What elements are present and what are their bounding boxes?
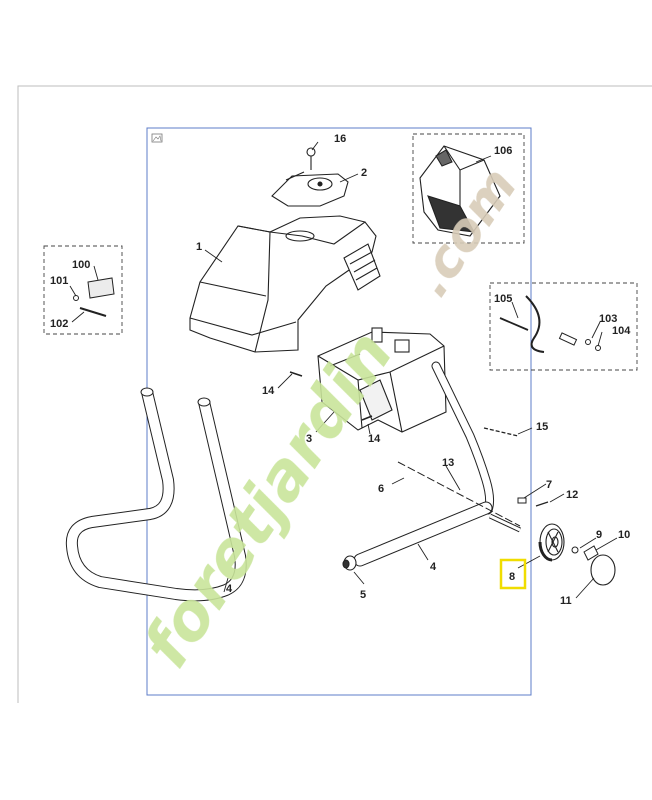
image-icon [151, 133, 163, 143]
inset-box-cable [489, 282, 638, 371]
callout-100[interactable]: 100 [72, 259, 90, 271]
part-screw-16 [306, 147, 316, 170]
callout-4-left[interactable]: 4 [226, 583, 233, 595]
callout-labels: 16 2 1 106 100 101 102 105 103 104 14 14… [50, 133, 631, 607]
callout-14-lower[interactable]: 14 [368, 433, 381, 445]
callout-10[interactable]: 10 [618, 529, 630, 541]
part-axle [397, 461, 521, 527]
callout-4-right[interactable]: 4 [430, 561, 437, 573]
callout-9[interactable]: 9 [596, 529, 602, 541]
callout-8[interactable]: 8 [509, 571, 515, 583]
callout-3[interactable]: 3 [306, 433, 312, 445]
callout-16[interactable]: 16 [334, 133, 346, 145]
page-frame [17, 85, 652, 703]
part-clip-10 [583, 545, 599, 561]
callout-15[interactable]: 15 [536, 421, 548, 433]
callout-103[interactable]: 103 [599, 313, 617, 325]
part-end-cap [342, 555, 357, 571]
part-hubcap-11 [590, 554, 616, 586]
part-cable-inset [499, 295, 601, 353]
part-clip-7 [517, 497, 527, 504]
watermark: foretjardin .com [130, 157, 529, 681]
part-fasteners-inset [73, 277, 115, 317]
callout-104[interactable]: 104 [612, 325, 631, 337]
callout-7[interactable]: 7 [546, 479, 552, 491]
part-washer-9 [571, 546, 579, 554]
callout-5[interactable]: 5 [360, 589, 366, 601]
callout-105[interactable]: 105 [494, 293, 512, 305]
callout-14-upper[interactable]: 14 [262, 385, 275, 397]
inset-box-fasteners [43, 245, 123, 335]
part-collection-bag [419, 145, 501, 237]
callout-13[interactable]: 13 [442, 457, 454, 469]
leader-lines [69, 141, 618, 599]
part-screw-12 [535, 501, 549, 507]
part-screw-14a [289, 371, 303, 377]
callout-2[interactable]: 2 [361, 167, 367, 179]
part-top-plate [271, 171, 349, 207]
part-wheel [538, 523, 565, 562]
callout-1[interactable]: 1 [196, 241, 202, 253]
part-screw-14b [361, 415, 373, 421]
part-bolt-15 [483, 427, 519, 437]
callout-6[interactable]: 6 [378, 483, 384, 495]
part-chipper-frame [317, 327, 447, 433]
callout-101[interactable]: 101 [50, 275, 68, 287]
inset-box-bag [412, 133, 525, 244]
callout-106[interactable]: 106 [494, 145, 512, 157]
callout-11[interactable]: 11 [560, 595, 572, 607]
highlight-box-part-8[interactable] [499, 558, 527, 590]
callout-12[interactable]: 12 [566, 489, 578, 501]
callout-102[interactable]: 102 [50, 318, 68, 330]
part-hopper-housing [189, 215, 381, 353]
